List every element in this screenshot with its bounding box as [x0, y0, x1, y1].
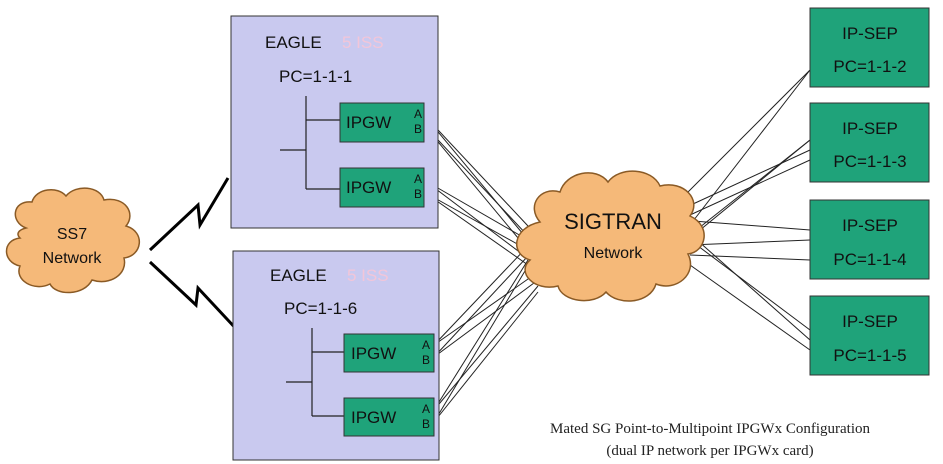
eagle-bottom-title-suffix: 5 ISS — [347, 266, 389, 285]
ipgw-port-a: A — [422, 402, 430, 416]
eagle-bottom-title: EAGLE — [270, 266, 327, 285]
eagle-bottom-point-code: PC=1-1-6 — [284, 299, 357, 318]
ip-sep-point-code: PC=1-1-5 — [833, 346, 906, 365]
ipgw-card: IPGW A B — [339, 102, 425, 143]
sigtran-cloud-label-line1: SIGTRAN — [564, 209, 662, 234]
eagle-top-point-code: PC=1-1-1 — [279, 67, 352, 86]
ipgw-card-label: IPGW — [351, 408, 396, 427]
sigtran-network-cloud: SIGTRAN Network — [515, 170, 705, 302]
ipgw-card-label: IPGW — [346, 178, 391, 197]
ipgw-port-b: B — [422, 353, 430, 367]
ip-sep-title: IP-SEP — [842, 24, 898, 43]
caption-line-2: (dual IP network per IPGWx card) — [606, 443, 813, 459]
ip-sep-node: IP-SEP PC=1-1-3 — [809, 102, 930, 183]
ip-sep-title: IP-SEP — [842, 312, 898, 331]
ip-sep-point-code: PC=1-1-2 — [833, 57, 906, 76]
eagle-top-title-suffix: 5 ISS — [342, 33, 384, 52]
ipgw-port-b: B — [414, 187, 422, 201]
ip-sep-node: IP-SEP PC=1-1-4 — [809, 199, 930, 280]
eagle-top-backplane — [280, 96, 340, 190]
caption-line-1: Mated SG Point-to-Multipoint IPGWx Confi… — [550, 421, 870, 437]
ipgw-to-sigtran-links — [423, 114, 539, 423]
ipgw-card: IPGW A B — [343, 397, 435, 437]
diagram-caption: Mated SG Point-to-Multipoint IPGWx Confi… — [550, 421, 870, 459]
sigtran-cloud-label-line2: Network — [584, 245, 644, 262]
eagle-top-title: EAGLE — [265, 33, 322, 52]
ip-sep-point-code: PC=1-1-4 — [833, 250, 906, 269]
ipgw-card-label: IPGW — [346, 113, 391, 132]
eagle-bottom-backplane — [286, 328, 344, 417]
ss7-cloud-label-line1: SS7 — [57, 226, 87, 243]
ipgw-port-a: A — [422, 338, 430, 352]
ipgw-port-a: A — [414, 172, 422, 186]
ip-sep-title: IP-SEP — [842, 216, 898, 235]
ip-sep-title: IP-SEP — [842, 119, 898, 138]
sigtran-to-sep-links — [679, 69, 811, 351]
ip-sep-point-code: PC=1-1-3 — [833, 152, 906, 171]
eagle-node-top: EAGLE 5 ISS PC=1-1-1 IPGW A B IPGW A B — [230, 15, 439, 229]
ipgw-port-b: B — [422, 417, 430, 431]
ipgw-port-a: A — [414, 107, 422, 121]
ss7-network-cloud: SS7 Network — [5, 187, 140, 294]
ss7-cloud-label-line2: Network — [43, 250, 103, 267]
lightning-bolt-bottom — [148, 260, 242, 335]
ip-sep-node: IP-SEP PC=1-1-5 — [809, 295, 930, 376]
ip-sep-node: IP-SEP PC=1-1-2 — [809, 7, 930, 88]
ipgw-card-label: IPGW — [351, 344, 396, 363]
ipgw-card: IPGW A B — [339, 167, 425, 208]
ipgw-port-b: B — [414, 122, 422, 136]
eagle-node-bottom: EAGLE 5 ISS PC=1-1-6 IPGW A B IPGW A B — [232, 250, 440, 461]
ipgw-card: IPGW A B — [343, 333, 435, 373]
lightning-bolt-top — [148, 177, 230, 252]
